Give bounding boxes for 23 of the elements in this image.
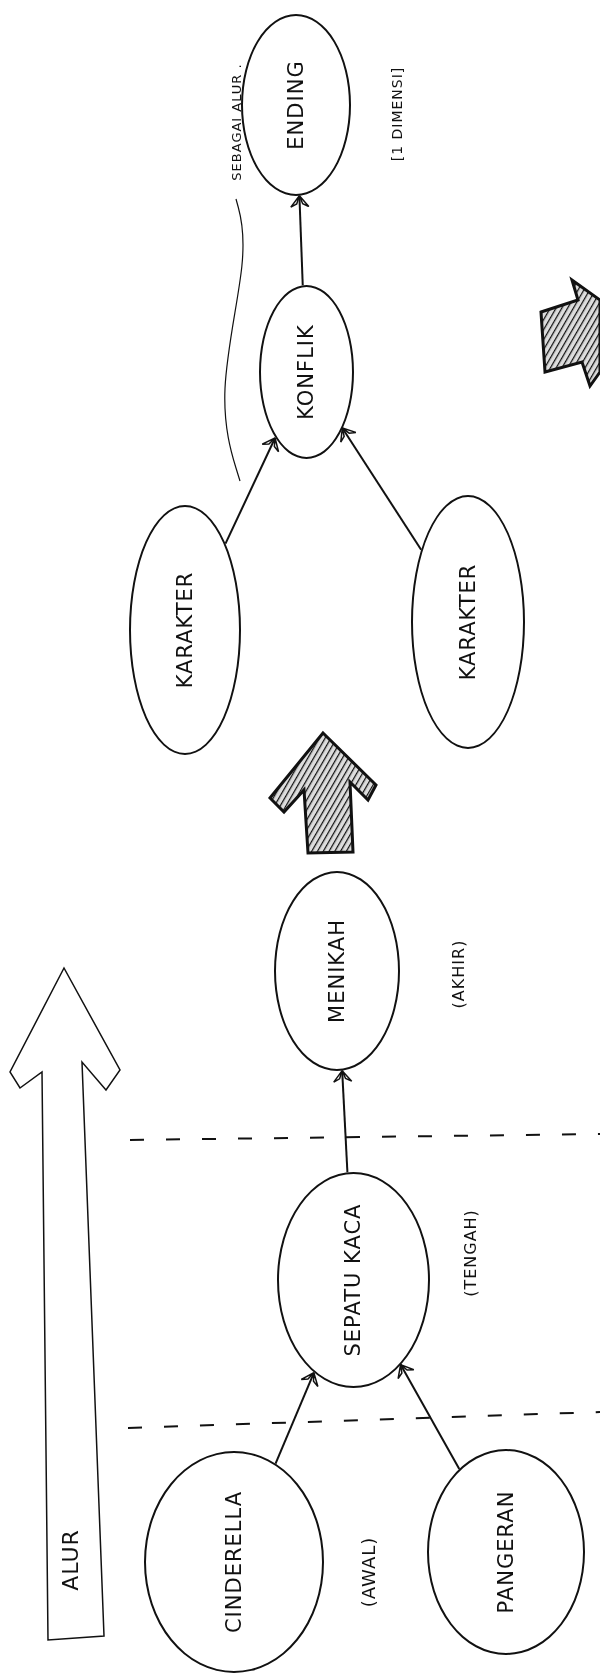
section-label: (AWAL) (357, 1536, 379, 1608)
ellipse-node (129, 505, 241, 755)
node-label: PANGERAN (494, 1490, 518, 1614)
node-label: SEPATU KACA (341, 1203, 365, 1357)
ellipse-node (241, 14, 351, 196)
leader-line (224, 198, 244, 482)
ellipse-node (258, 285, 354, 459)
note-text: SEBAGAI ALUR . (228, 63, 244, 181)
node-label: CINDERELLA (222, 1490, 246, 1634)
node-label: MENIKAH (325, 919, 349, 1023)
section-label: (TENGAH) (460, 1209, 480, 1297)
node-label: KONFLIK (294, 324, 318, 420)
node-label: KARAKTER (173, 571, 197, 689)
ellipse-node (276, 1172, 430, 1388)
section-label: [1 DIMENSI] (389, 66, 405, 162)
node-label: ENDING (284, 60, 308, 150)
node-label: KARAKTER (456, 563, 480, 681)
ellipse-node (427, 1449, 585, 1655)
section-label: ALUR (57, 1529, 83, 1591)
ellipse-node (274, 871, 400, 1071)
ellipse-node (411, 495, 525, 749)
ellipse-node (144, 1451, 324, 1673)
section-label: (AKHIR) (448, 939, 468, 1009)
